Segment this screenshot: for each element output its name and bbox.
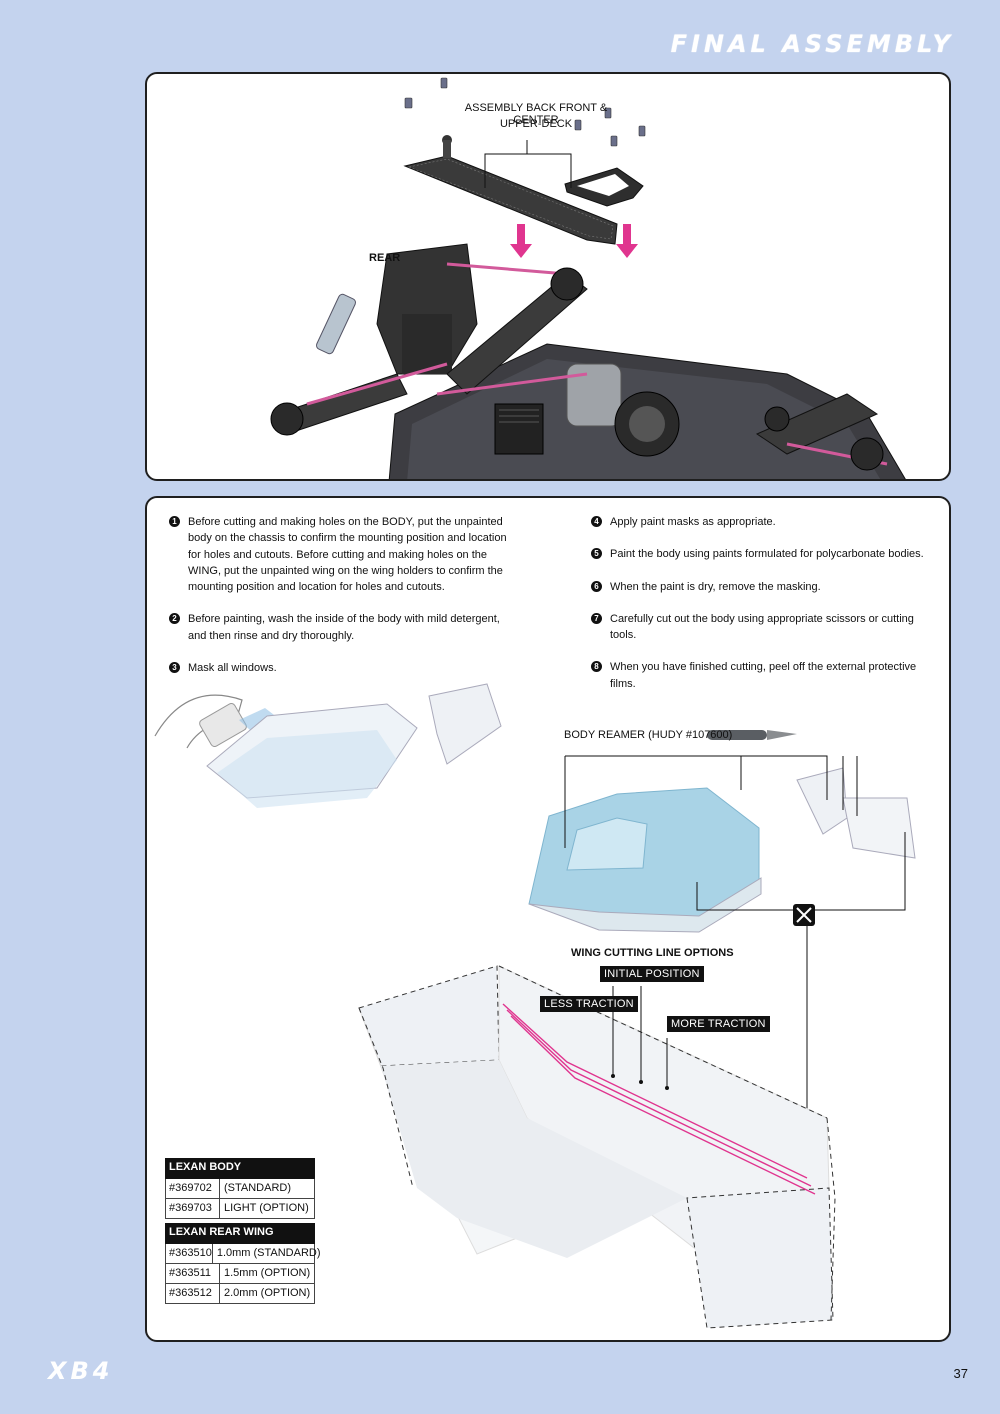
assembly-panel: ASSEMBLY BACK FRONT & CENTER UPPER-DECK … xyxy=(145,72,951,481)
page-number: 37 xyxy=(953,1366,968,1381)
rear-label: REAR xyxy=(369,252,401,264)
chassis-illustration xyxy=(270,77,906,479)
section-title: FINAL ASSEMBLY xyxy=(670,30,954,58)
less-traction-tag: LESS TRACTION xyxy=(540,996,638,1012)
brand-logo: XB4 xyxy=(48,1357,114,1385)
initial-position-tag: INITIAL POSITION xyxy=(600,966,704,982)
body-prep-illustration xyxy=(154,683,916,1329)
body-reamer-label: BODY REAMER (HUDY #107600) xyxy=(564,729,733,741)
table-row: #369702(STANDARD) xyxy=(165,1179,315,1199)
more-traction-tag: MORE TRACTION xyxy=(667,1016,770,1032)
lexan-rear-wing-header: LEXAN REAR WING xyxy=(165,1223,315,1244)
assembly-label-line1: ASSEMBLY BACK FRONT & CENTER xyxy=(464,102,608,126)
assembly-label-line2: UPPER-DECK xyxy=(499,118,573,130)
lexan-body-header: LEXAN BODY xyxy=(165,1158,315,1179)
wing-cutting-title: WING CUTTING LINE OPTIONS xyxy=(571,947,734,959)
